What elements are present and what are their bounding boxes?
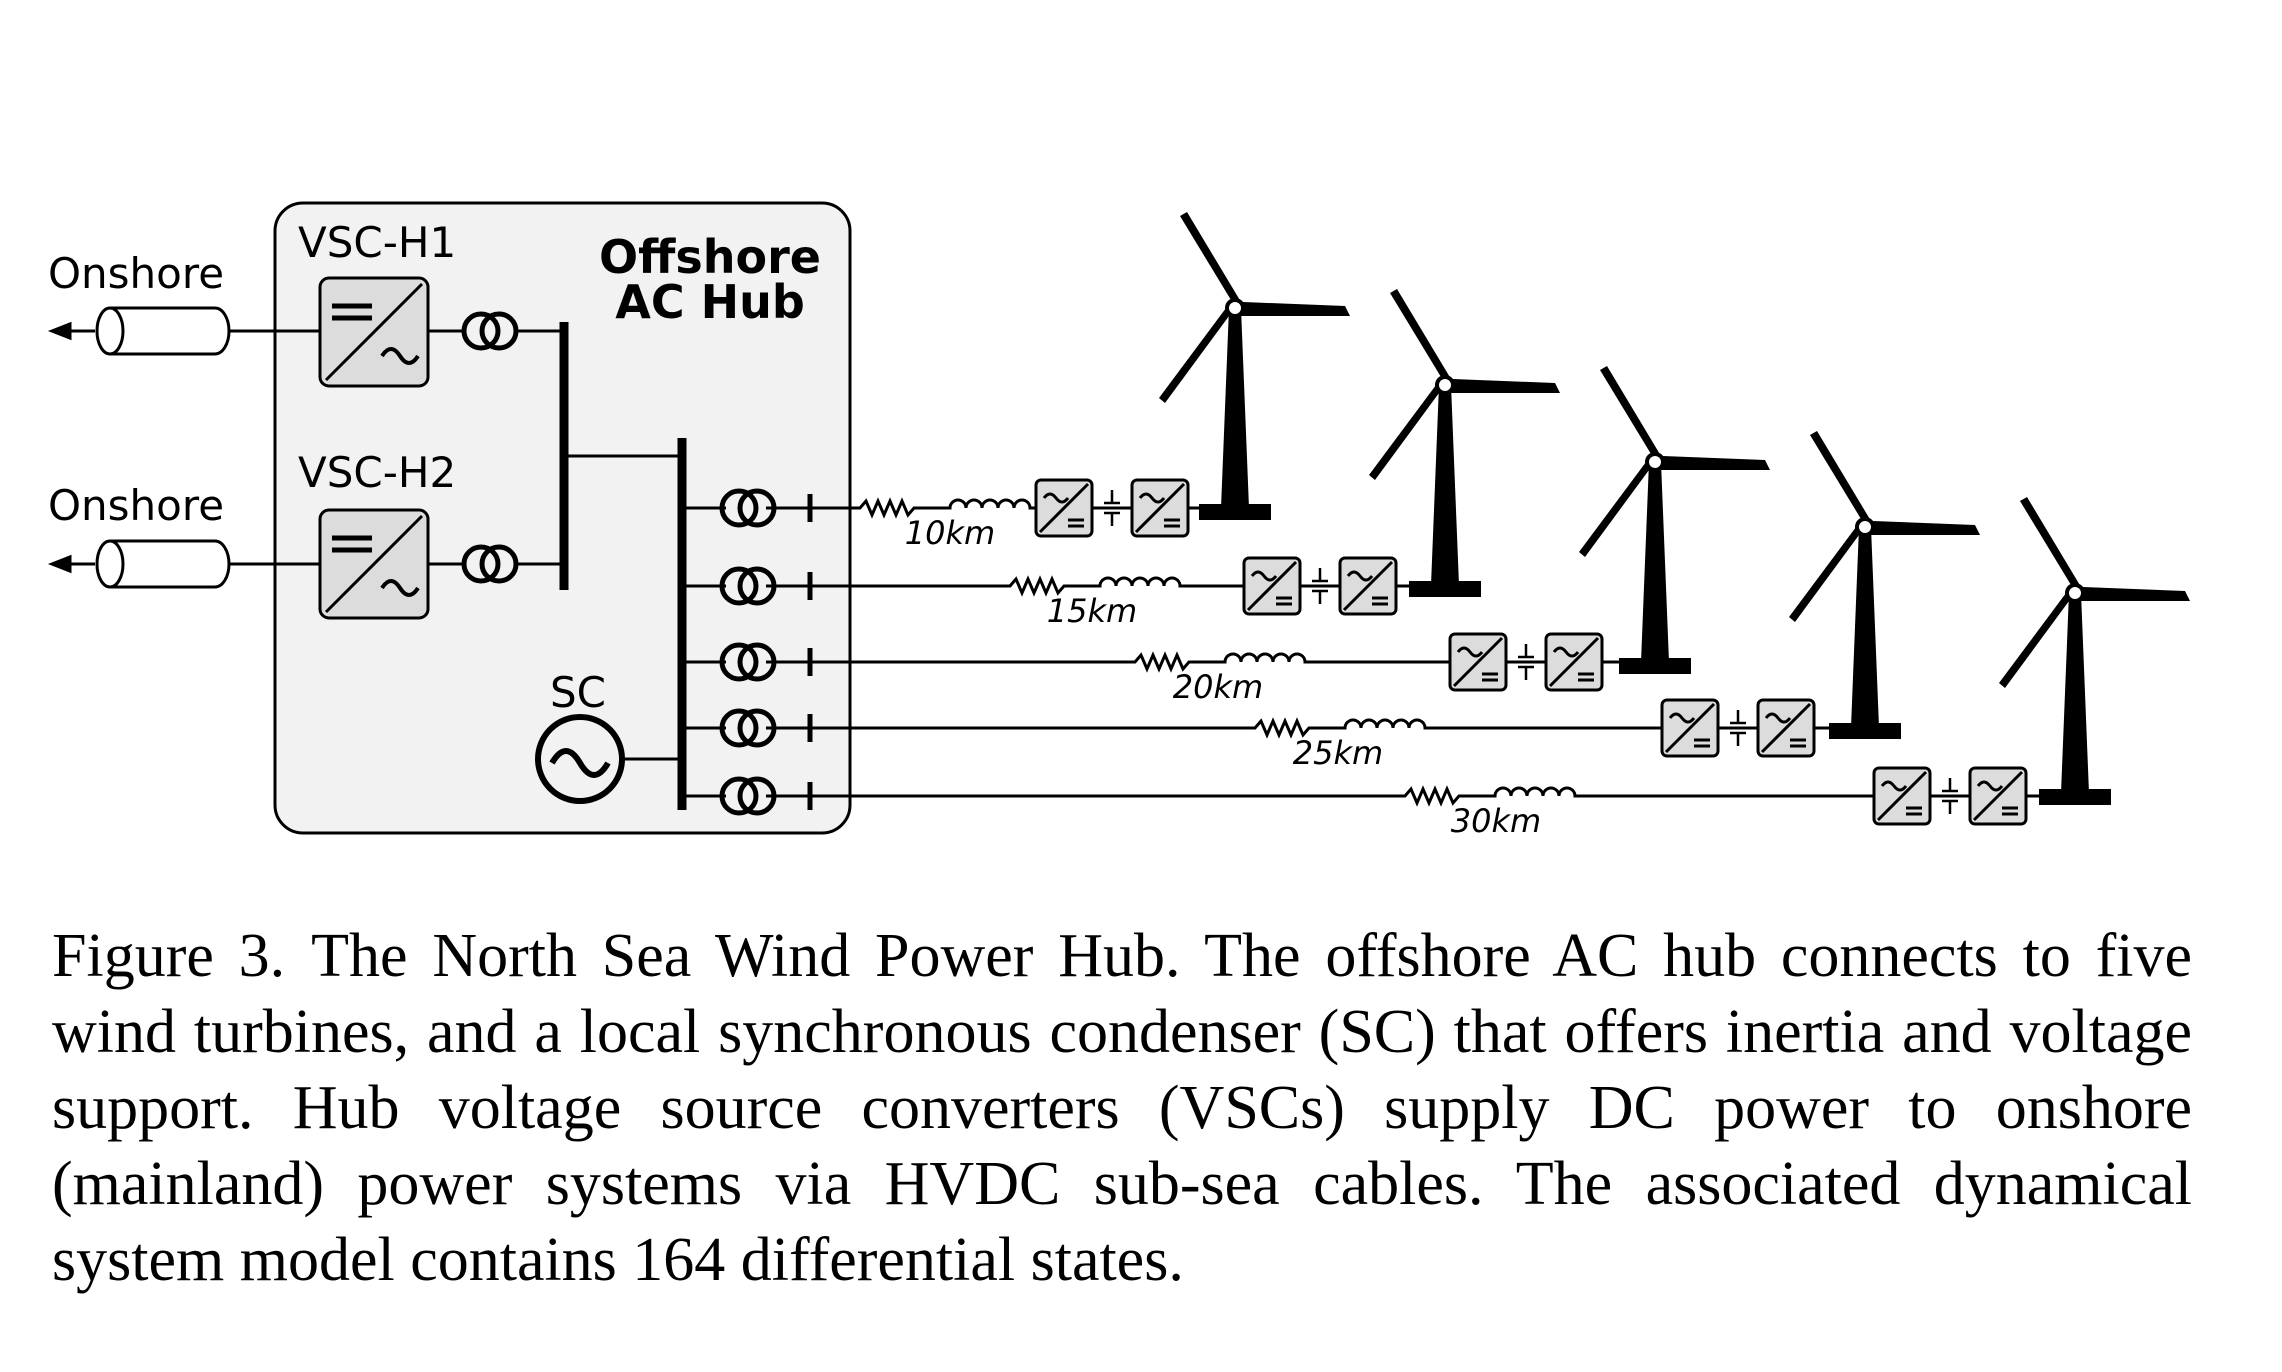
inverter-icon [1338,556,1398,616]
hub-title-line2: AC Hub [615,275,805,329]
feeder-5: 30km [682,495,2192,840]
feeder-4: 25km [682,429,1982,772]
dc-link-icon [1936,776,1964,816]
sc-label: SC [550,668,606,717]
dc-link-icon [1512,642,1540,682]
wind-turbine-icon [1367,287,1562,599]
inverter-icon [1968,766,2028,826]
figure-caption: Figure 3.The North Sea Wind Power Hub. T… [52,918,2192,1298]
caption-label: Figure 3. [52,922,286,990]
inverter-icon [1756,698,1816,758]
hvdc-cable-2 [47,539,320,589]
rectifier-icon [1448,632,1508,692]
wind-turbine-icon [1577,364,1772,676]
vsc-h1-label: VSC-H1 [298,218,456,267]
vsc-h2-group: VSC-H2 Onshore [47,448,564,620]
vsc-h1-converter [318,276,430,388]
vsc-h2-converter [318,508,430,620]
rectifier-icon [1660,698,1720,758]
caption-text: The North Sea Wind Power Hub. The offsho… [52,922,2192,1294]
wind-hub-diagram: Offshore AC Hub VSC-H1 Onshore VSC-H2 On… [47,201,2192,840]
wind-turbine-icon [1787,429,1982,741]
vsc-h1-group: VSC-H1 Onshore [47,218,564,388]
wind-turbine-icon [1997,495,2192,807]
onshore-label-2: Onshore [48,481,224,530]
dc-link-icon [1306,566,1334,606]
feeder-2: 15km [682,287,1562,630]
dc-link-icon [1724,708,1752,748]
feeder-1-distance: 10km [905,514,995,552]
onshore-label-1: Onshore [48,249,224,298]
hub-title-line1: Offshore [599,230,821,284]
feeder-3: 20km [682,364,1772,706]
rectifier-icon [1242,556,1302,616]
feeder-4-distance: 25km [1293,734,1383,772]
rectifier-icon [1872,766,1932,826]
feeder-5-distance: 30km [1451,802,1541,840]
hvdc-cable-1 [47,306,320,356]
vsc-h2-label: VSC-H2 [298,448,456,497]
inverter-icon [1544,632,1604,692]
feeder-2-distance: 15km [1047,592,1137,630]
rectifier-icon [1034,478,1094,538]
feeder-1: 10km [682,210,1352,552]
synchronous-condenser: SC [535,668,682,804]
inverter-icon [1130,478,1190,538]
feeder-3-distance: 20km [1173,668,1263,706]
wind-turbine-icon [1157,210,1352,522]
dc-link-icon [1098,488,1126,528]
